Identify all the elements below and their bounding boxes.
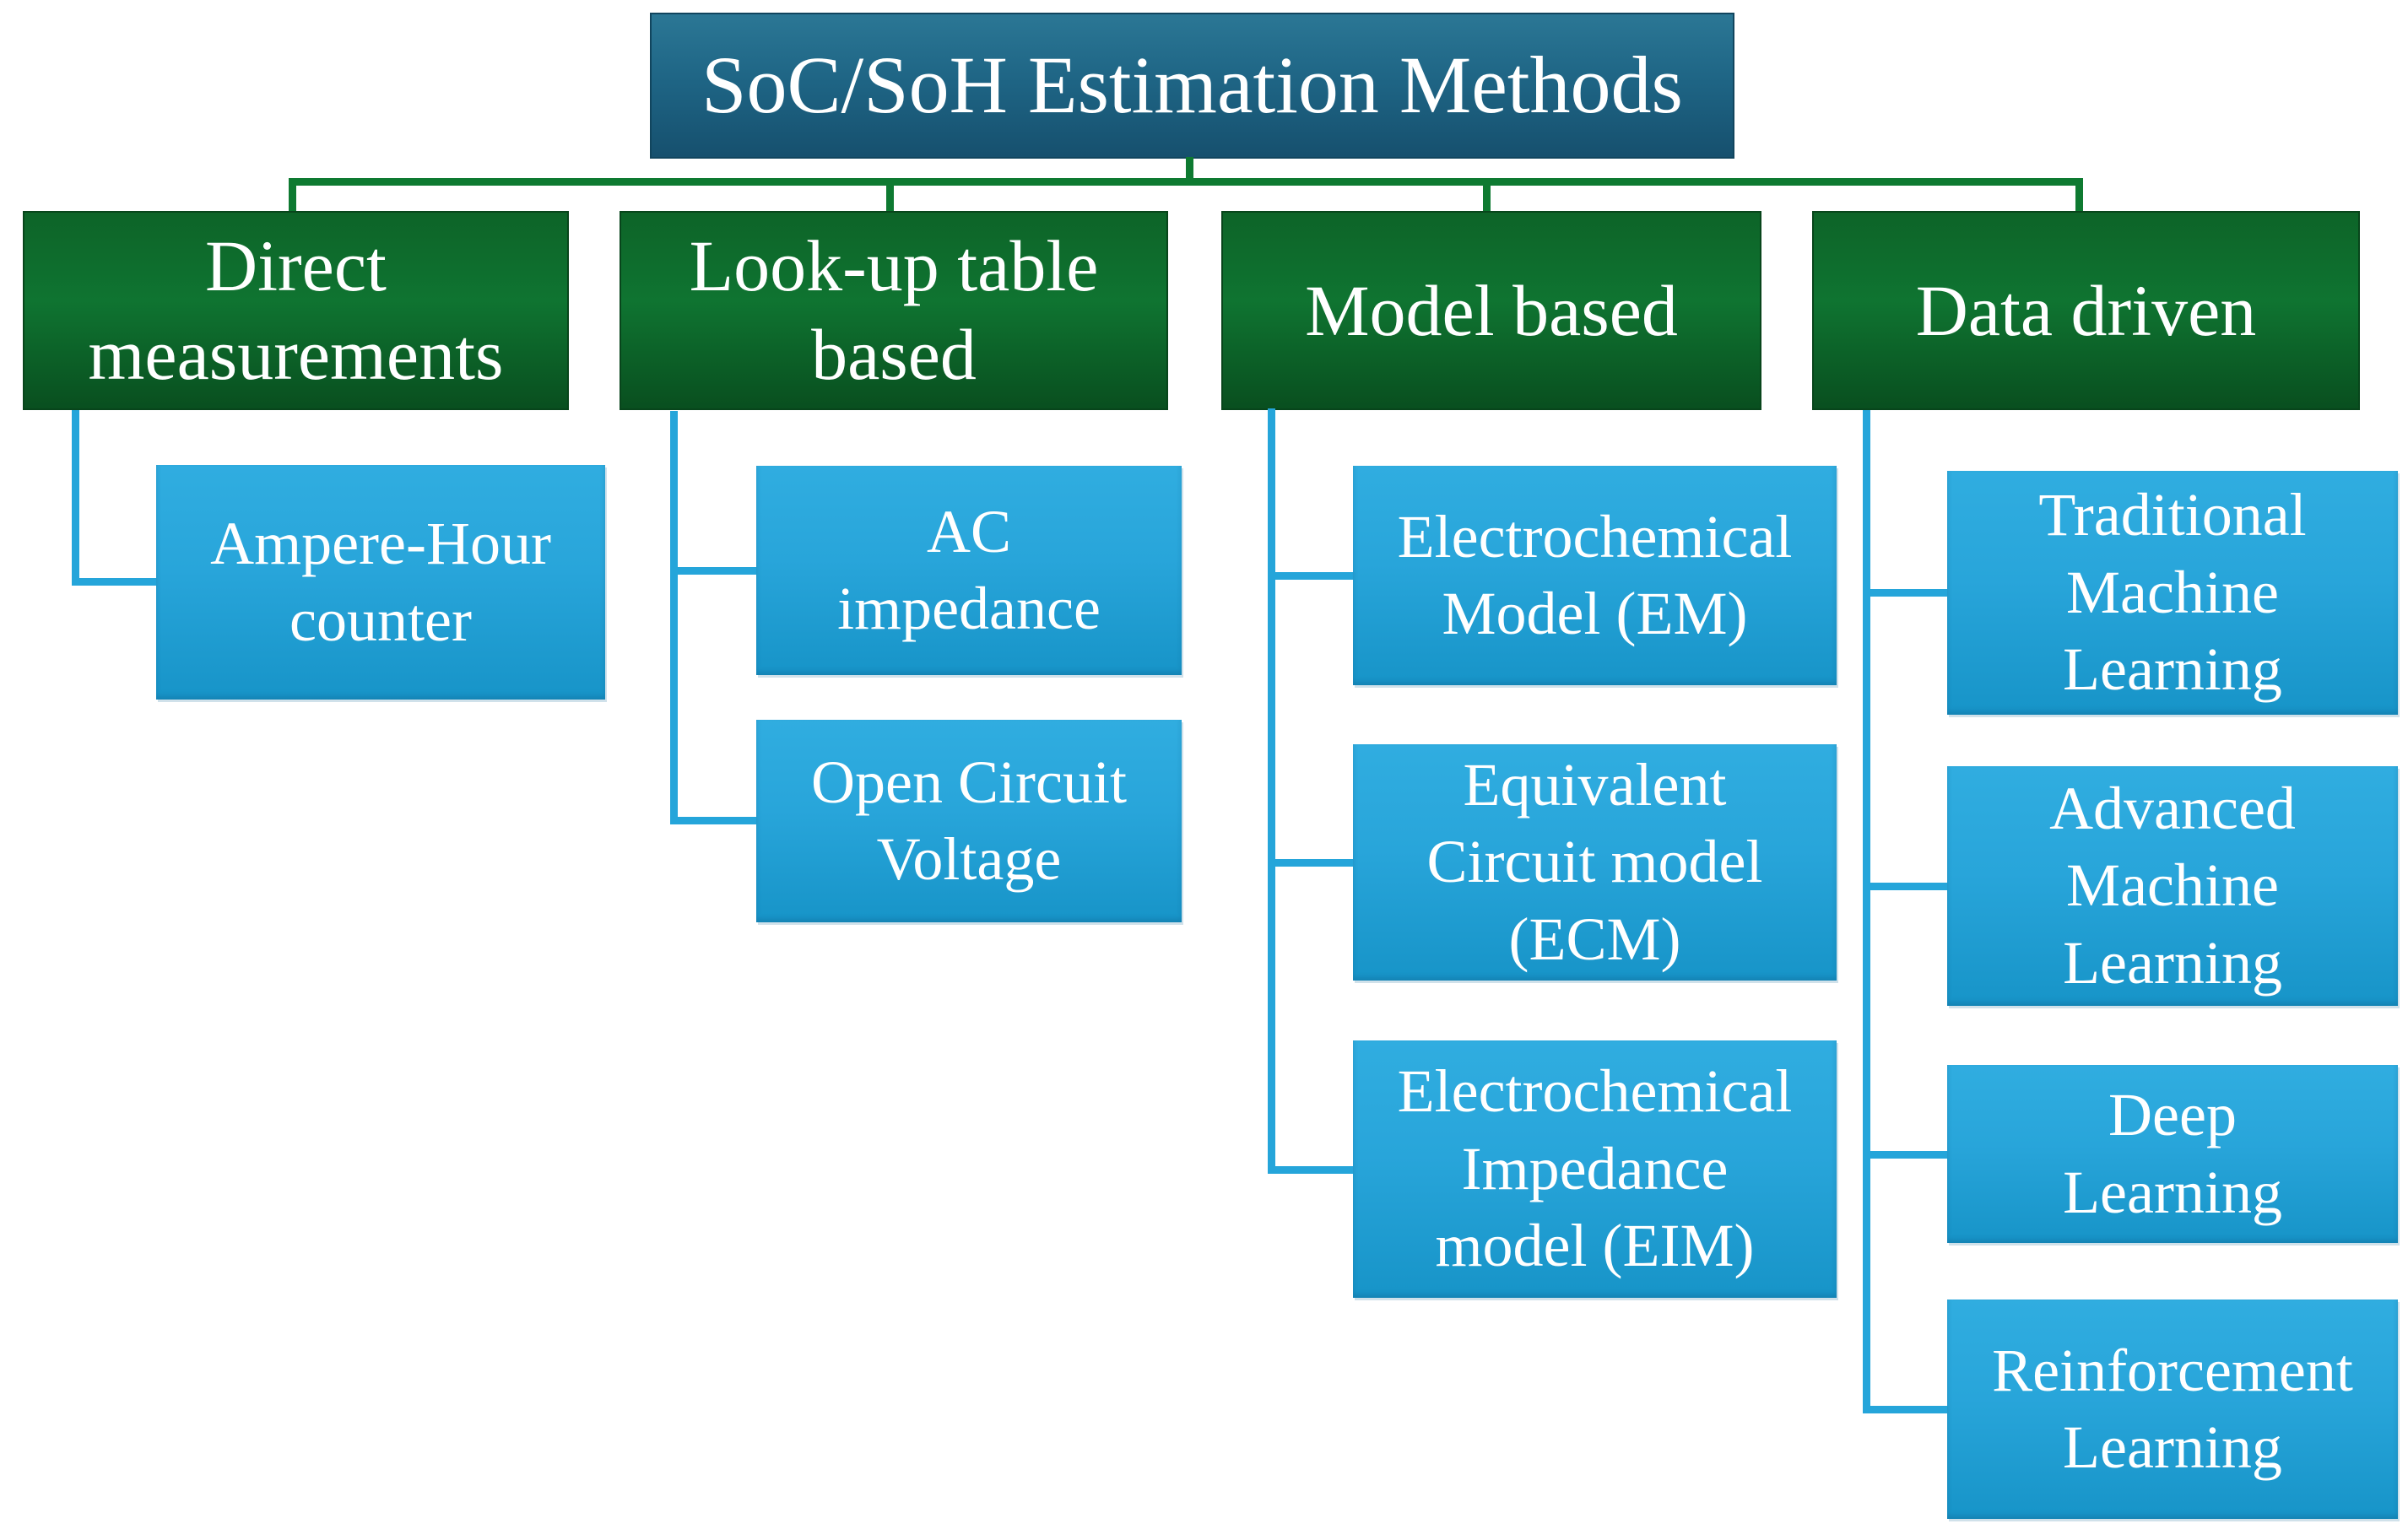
connector-ac-impedance-elbow — [670, 567, 756, 575]
connector-stub-model-based — [1483, 178, 1491, 213]
child-node-advanced-machine-learning: Advanced Machine Learning — [1947, 766, 2398, 1006]
connector-open-circuit-voltage-elbow — [670, 817, 756, 824]
child-node-deep-learning: Deep Learning — [1947, 1065, 2398, 1243]
branch-node-direct-measurements: Direct measurements — [23, 211, 569, 410]
connector-ampere-hour-elbow — [72, 578, 156, 586]
connector-em-elbow — [1268, 572, 1353, 580]
connector-data-driven-vertical — [1863, 410, 1870, 1413]
child-node-open-circuit-voltage: Open Circuit Voltage — [756, 720, 1182, 922]
connector-root-stub — [1186, 157, 1193, 181]
child-node-electrochemical-impedance-model-eim: Electrochemical Impedance model (EIM) — [1353, 1040, 1837, 1298]
connector-advanced-ml-elbow — [1863, 883, 1947, 890]
connector-ecm-elbow — [1268, 859, 1353, 867]
connector-direct-vertical — [72, 410, 79, 586]
child-node-traditional-machine-learning: Traditional Machine Learning — [1947, 471, 2398, 715]
connector-traditional-ml-elbow — [1863, 589, 1947, 597]
connector-stub-data-driven — [2075, 178, 2083, 213]
child-node-reinforcement-learning: Reinforcement Learning — [1947, 1300, 2398, 1519]
connector-branch-bus — [289, 178, 2083, 186]
connector-stub-direct-measurements — [289, 178, 296, 213]
connector-model-vertical — [1268, 408, 1275, 1174]
child-node-equivalent-circuit-model-ecm: Equivalent Circuit model (ECM) — [1353, 744, 1837, 981]
branch-node-look-up-table-based: Look-up table based — [620, 211, 1168, 410]
connector-reinforcement-learning-elbow — [1863, 1406, 1947, 1413]
connector-lookup-vertical — [670, 411, 678, 824]
child-node-ac-impedance: AC impedance — [756, 466, 1182, 675]
connector-deep-learning-elbow — [1863, 1151, 1947, 1159]
branch-node-model-based: Model based — [1221, 211, 1761, 410]
connector-eim-elbow — [1268, 1166, 1353, 1174]
branch-node-data-driven: Data driven — [1812, 211, 2360, 410]
connector-stub-look-up-table-based — [886, 178, 894, 213]
child-node-electrochemical-model-em: Electrochemical Model (EM) — [1353, 466, 1837, 685]
child-node-ampere-hour-counter: Ampere-Hour counter — [156, 465, 605, 700]
root-node-soc-soh-estimation-methods: SoC/SoH Estimation Methods — [650, 13, 1734, 159]
